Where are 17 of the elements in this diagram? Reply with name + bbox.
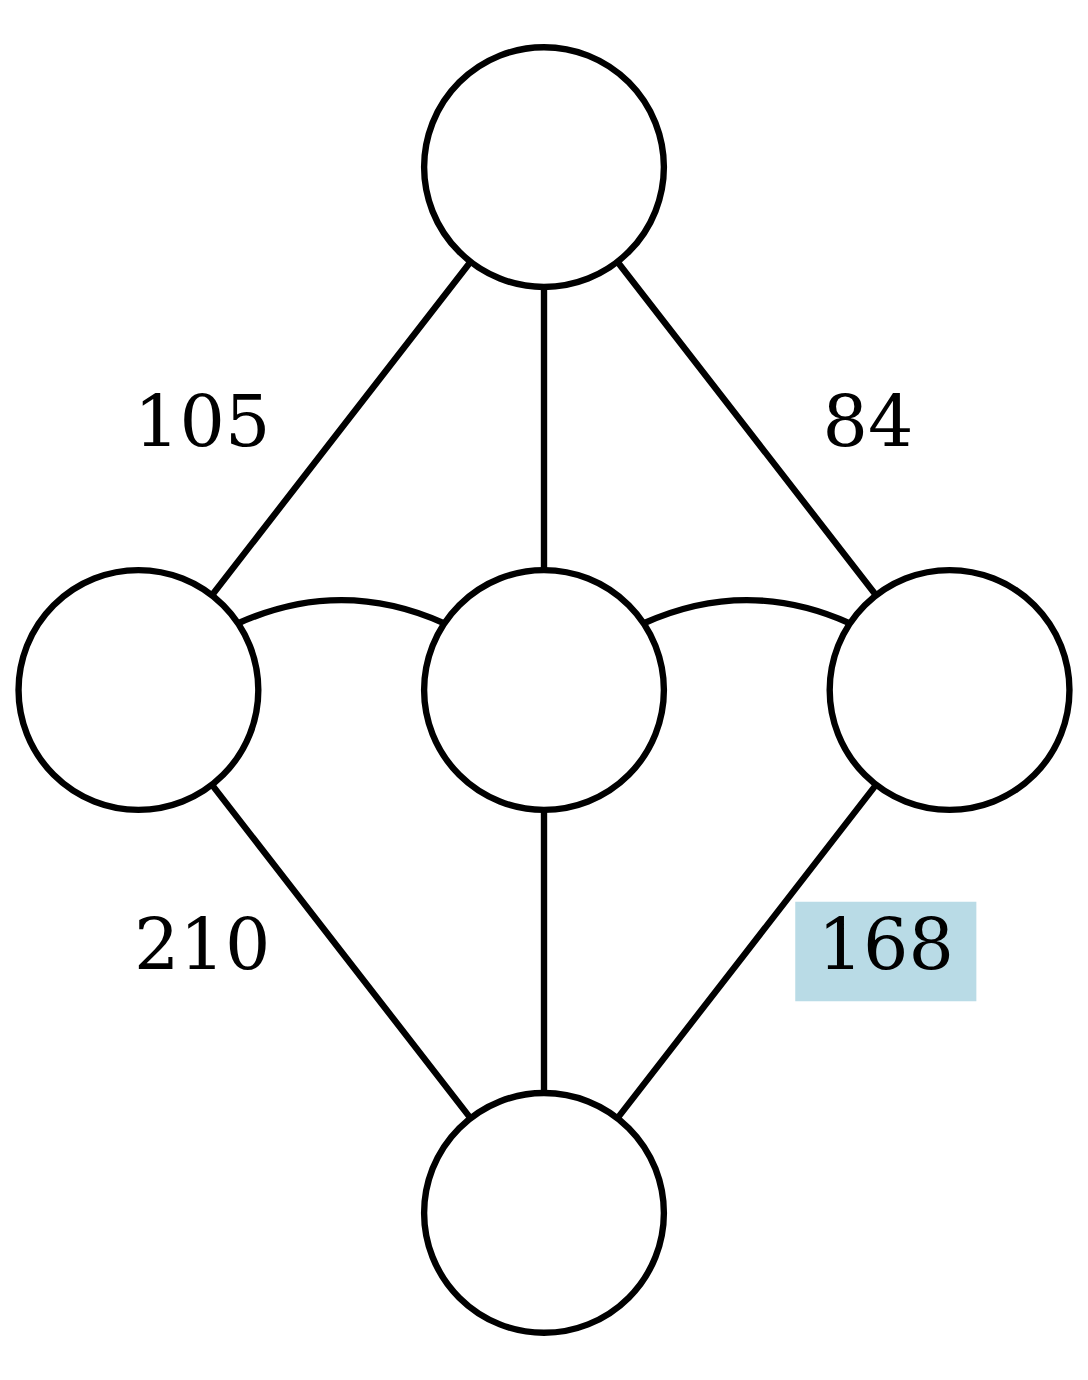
node-circle xyxy=(15,566,262,814)
label: 168 xyxy=(817,903,954,987)
node-circle xyxy=(420,44,668,291)
node-circle xyxy=(826,566,1073,814)
connector xyxy=(615,261,879,597)
connector xyxy=(209,261,473,597)
node-circle xyxy=(420,566,668,814)
connector xyxy=(540,809,548,1093)
connector xyxy=(210,783,473,1120)
connector xyxy=(237,596,445,627)
connector xyxy=(615,783,878,1120)
label: 210 xyxy=(134,903,271,987)
label: 84 xyxy=(822,380,914,464)
node-circle xyxy=(420,1089,668,1336)
connector xyxy=(642,596,851,627)
label: 105 xyxy=(134,380,271,464)
connector xyxy=(540,287,548,570)
